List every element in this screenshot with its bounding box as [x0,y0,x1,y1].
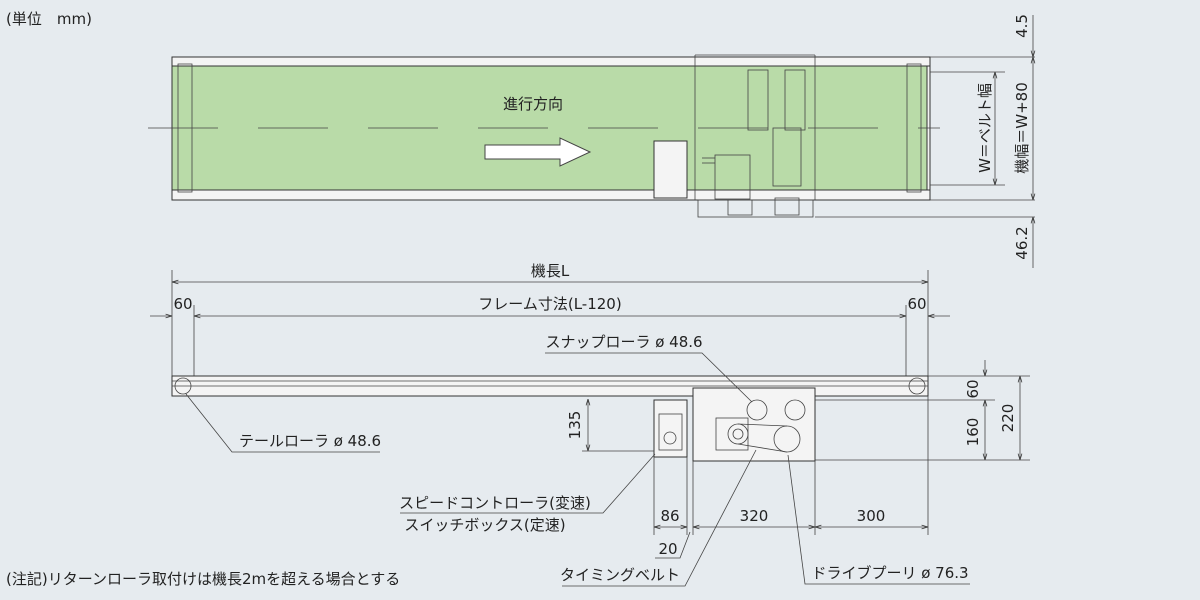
top-view: 進行方向 4.5 機幅＝W+80 W＝ベルト幅 46.2 [148,14,1035,268]
dim-135: 135 [566,411,584,440]
front-view: 機長L 60 フレーム寸法(L-120) 60 60 160 220 135 [150,262,1030,587]
frame-length: フレーム寸法(L-120) [478,295,621,313]
tail-roller-label: テールローラ ø 48.6 [239,432,381,450]
dim-machine-width: 機幅＝W+80 [1013,82,1031,174]
head-roller [908,377,926,395]
drive-pulley-label: ドライブプーリ ø 76.3 [811,564,968,582]
control-box-top [653,140,688,199]
dim-220: 220 [999,404,1017,433]
machine-length: 機長L [531,262,570,280]
dim-belt-width: W＝ベルト幅 [976,83,994,173]
tail-roller [174,377,192,395]
dim-300: 300 [857,507,886,525]
dim-60: 60 [964,379,982,398]
dim-86: 86 [660,507,679,525]
unit-label: (単位 mm) [6,10,92,28]
note: (注記)リターンローラ取付けは機長2mを超える場合とする [6,570,400,588]
switch-knob-icon [663,431,677,445]
direction-arrow-icon [484,137,592,167]
right-end-60: 60 [907,295,926,313]
dim-4-5: 4.5 [1013,14,1031,38]
snap-roller-2 [784,399,806,421]
switch-box-label: スイッチボックス(定速) [404,516,565,534]
drive-unit-top [697,199,814,218]
left-end-60: 60 [173,295,192,313]
snap-roller-1 [746,399,768,421]
timing-belt [737,423,788,453]
dim-46-2: 46.2 [1013,226,1031,259]
dim-320: 320 [740,507,769,525]
timing-belt-label: タイミングベルト [560,566,680,584]
direction-label: 進行方向 [503,95,563,113]
controller-label: スピードコントローラ(変速) [399,494,591,512]
snap-roller-label: スナップローラ ø 48.6 [545,333,702,351]
dim-20: 20 [658,540,677,558]
motor-top [714,154,751,200]
switch-box [653,399,688,458]
dim-160: 160 [964,418,982,447]
